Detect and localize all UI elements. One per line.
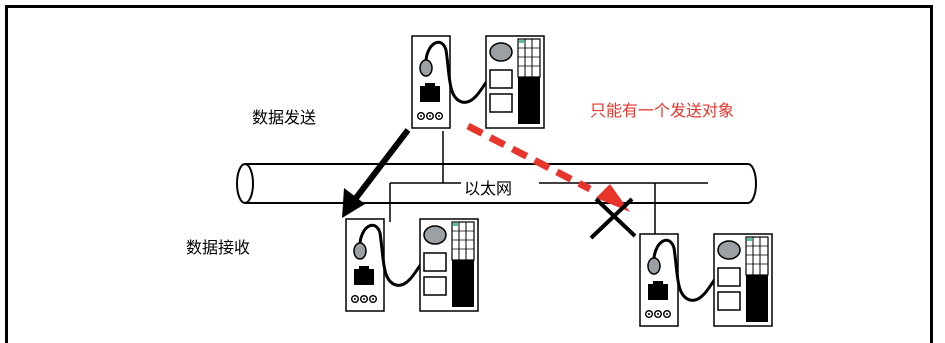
receive-label: 数据接收 [186, 238, 251, 257]
network-label: 以太网 [464, 179, 513, 198]
ethernet-cable [236, 163, 757, 204]
send-label: 数据发送 [252, 108, 317, 127]
blocked-device [638, 232, 774, 328]
network-label-bg [461, 175, 539, 195]
network-wires [389, 131, 708, 234]
warning-label: 只能有一个发送对象 [590, 101, 735, 120]
send-arrow [342, 128, 411, 218]
receiver-device [344, 217, 480, 313]
x-mark-icon [589, 197, 637, 240]
blocked-arrow [466, 122, 630, 212]
sender-device [410, 34, 546, 130]
